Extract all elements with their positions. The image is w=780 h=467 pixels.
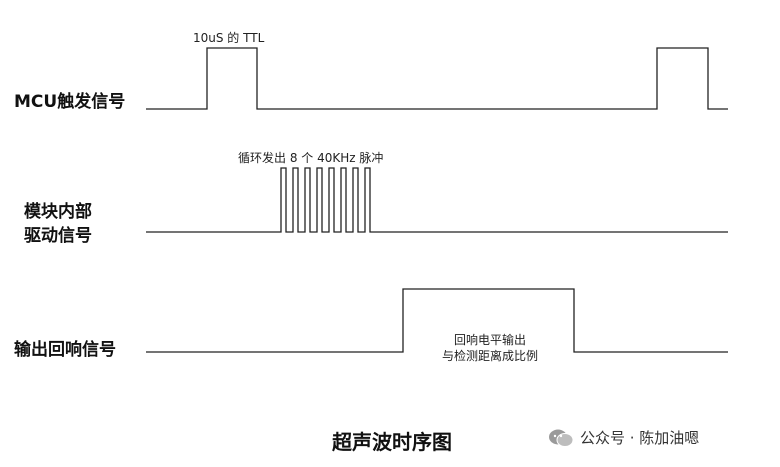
burst-annotation: 循环发出 8 个 40KHz 脉冲: [238, 151, 384, 165]
watermark: 公众号 · 陈加油嗯: [548, 427, 699, 448]
drive-signal-label: 模块内部 驱动信号: [24, 202, 92, 246]
trigger-waveform: [146, 47, 728, 110]
trigger-pulse-annotation: 10uS 的 TTL: [193, 31, 265, 45]
diagram-caption: 超声波时序图: [332, 430, 452, 454]
echo-annotation: 回响电平输出 与检测距离成比例: [441, 333, 538, 363]
wechat-icon: [549, 429, 574, 447]
watermark-text: 公众号 · 陈加油嗯: [580, 429, 700, 447]
echo-waveform: [146, 288, 728, 353]
echo-signal-label: 输出回响信号: [14, 340, 116, 360]
drive-burst-waveform: [146, 167, 728, 233]
trigger-signal-label: MCU触发信号: [14, 92, 126, 112]
